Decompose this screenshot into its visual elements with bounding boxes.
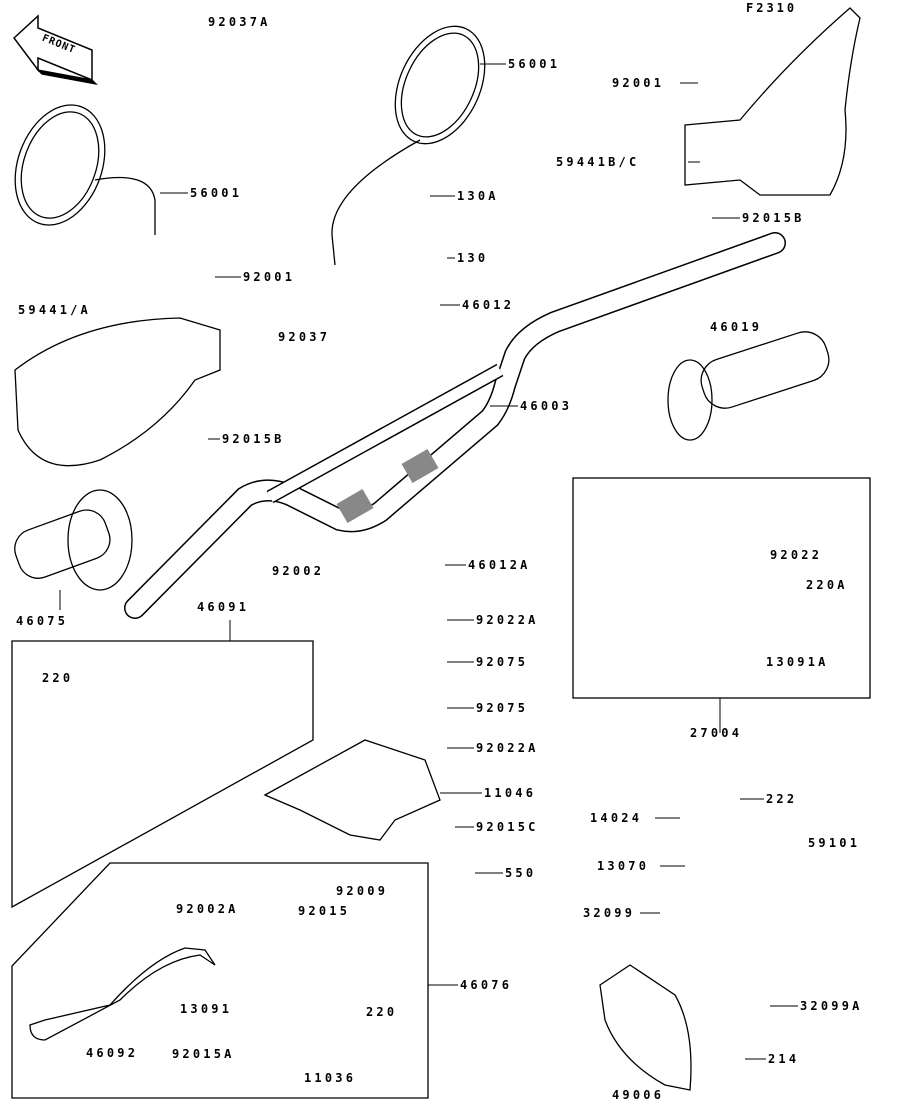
part-label[interactable]: 92001 xyxy=(243,270,296,284)
part-label[interactable]: 92022A xyxy=(476,613,539,627)
box-label[interactable]: 46091 xyxy=(197,600,250,614)
part-label[interactable]: 32099 xyxy=(583,906,636,920)
part-label[interactable]: 92075 xyxy=(476,655,529,669)
part-label[interactable]: 46012A xyxy=(468,558,531,572)
part-label[interactable]: 222 xyxy=(766,792,798,806)
part-label[interactable]: 49006 xyxy=(612,1088,665,1102)
left-handguard-drawing xyxy=(14,317,221,467)
part-label[interactable]: 46012 xyxy=(462,298,515,312)
handlebar-drawing xyxy=(124,232,786,619)
part-label[interactable]: 46019 xyxy=(710,320,763,334)
part-label[interactable]: 220 xyxy=(42,671,74,685)
clamp-plate-drawing xyxy=(263,739,441,841)
figure-code: F2310 xyxy=(746,1,798,15)
part-label[interactable]: 11036 xyxy=(304,1071,357,1085)
leader-lines xyxy=(59,63,798,1060)
part-label[interactable]: 92022A xyxy=(476,741,539,755)
part-label[interactable]: 46075 xyxy=(16,614,69,628)
part-label[interactable]: 92022 xyxy=(770,548,823,562)
right-handguard-drawing xyxy=(684,7,861,196)
part-label[interactable]: 92037 xyxy=(278,330,331,344)
part-label[interactable]: 59101 xyxy=(808,836,861,850)
part-label[interactable]: 550 xyxy=(505,866,537,880)
part-label[interactable]: 13091 xyxy=(180,1002,233,1016)
throttle-housing-drawing xyxy=(599,964,692,1091)
part-label[interactable]: 92001 xyxy=(612,76,665,90)
part-label[interactable]: 92015 xyxy=(298,904,351,918)
part-label[interactable]: 92075 xyxy=(476,701,529,715)
part-label[interactable]: 46092 xyxy=(86,1046,139,1060)
switch-box-outline xyxy=(11,640,314,909)
part-label[interactable]: 13070 xyxy=(597,859,650,873)
part-label[interactable]: 13091A xyxy=(766,655,829,669)
part-label[interactable]: 14024 xyxy=(590,811,643,825)
part-label[interactable]: 32099A xyxy=(800,999,863,1013)
lever-box-outline xyxy=(11,862,429,1099)
clutch-lever-drawing xyxy=(29,947,216,1041)
throttle-box-outline xyxy=(572,477,871,699)
part-label[interactable]: 92002 xyxy=(272,564,325,578)
part-label[interactable]: 92015B xyxy=(222,432,285,446)
part-label[interactable]: 130 xyxy=(457,251,489,265)
part-label[interactable]: 92015A xyxy=(172,1047,235,1061)
part-label[interactable]: 92002A xyxy=(176,902,239,916)
left-mirror-drawing xyxy=(14,104,156,235)
box-label[interactable]: 27004 xyxy=(690,726,743,740)
box-label[interactable]: 46076 xyxy=(460,978,513,992)
part-label[interactable]: 92015B xyxy=(742,211,805,225)
part-label[interactable]: 56001 xyxy=(508,57,561,71)
part-label[interactable]: 56001 xyxy=(190,186,243,200)
right-grip-drawing xyxy=(667,331,830,441)
front-arrow-icon xyxy=(12,14,98,86)
part-label[interactable]: 92015C xyxy=(476,820,539,834)
part-label[interactable]: 130A xyxy=(457,189,499,203)
part-label[interactable]: 11046 xyxy=(484,786,537,800)
part-label[interactable]: 220A xyxy=(806,578,848,592)
part-label[interactable]: 92037A xyxy=(208,15,271,29)
part-label[interactable]: 46003 xyxy=(520,399,573,413)
left-grip-drawing xyxy=(14,489,133,591)
part-label[interactable]: 92009 xyxy=(336,884,389,898)
part-label[interactable]: 214 xyxy=(768,1052,800,1066)
part-label[interactable]: 59441/A xyxy=(18,303,91,317)
part-label[interactable]: 59441B/C xyxy=(556,155,640,169)
part-label[interactable]: 220 xyxy=(366,1005,398,1019)
right-mirror-drawing xyxy=(331,25,486,266)
